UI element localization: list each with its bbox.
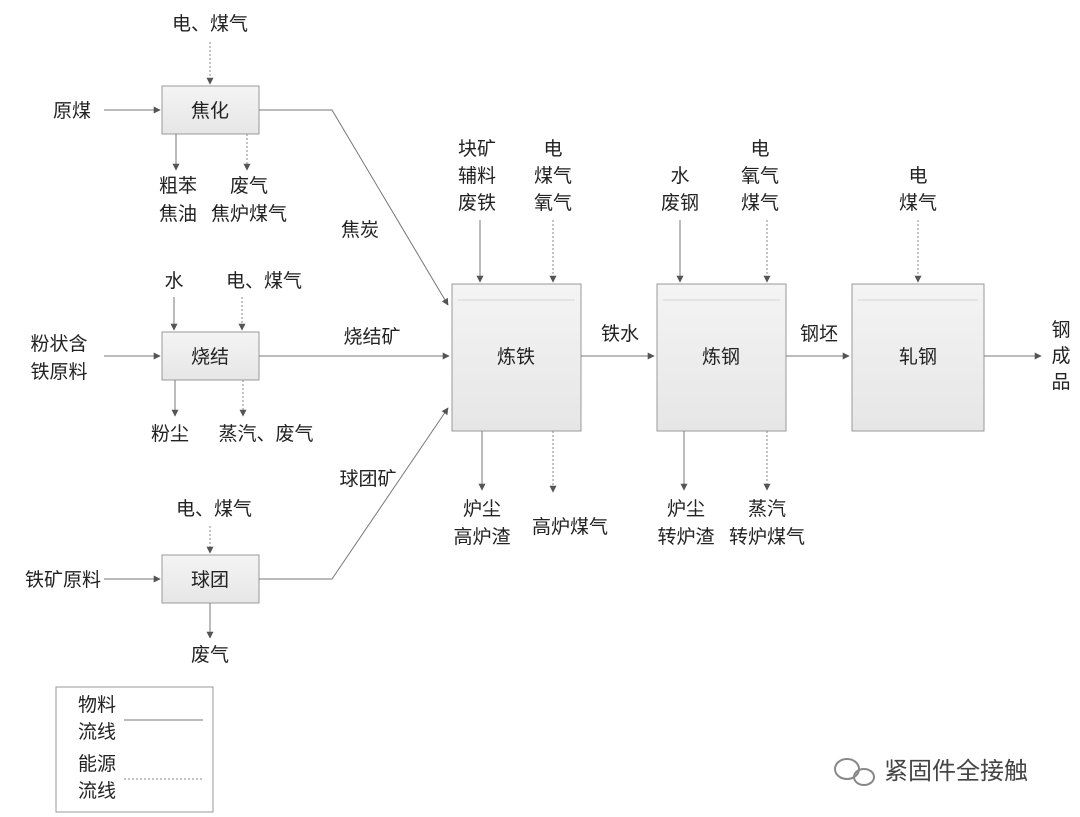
iron-material-line3: 废铁 <box>458 192 496 214</box>
process-steelmaking: 炼钢 <box>656 283 787 432</box>
steel-byproduct1-line2: 转炉渣 <box>657 526 714 548</box>
legend-energy-line2: 流线 <box>78 780 116 802</box>
steel-byproduct1-line1: 炉尘 <box>667 498 705 520</box>
legend-material-line1: 物料 <box>78 694 116 716</box>
process-ironmaking-label: 炼铁 <box>497 346 535 368</box>
coking-energy-label: 电、煤气 <box>172 13 248 35</box>
rolling-energy-line2: 煤气 <box>899 192 937 214</box>
iron-energy-line2: 煤气 <box>534 165 572 187</box>
sinter-water-label: 水 <box>164 270 183 292</box>
sinter-raw-line1: 粉状含 <box>30 333 87 355</box>
steel-byproduct2-line1: 蒸汽 <box>748 498 786 520</box>
process-pelletizing-label: 球团 <box>191 569 229 591</box>
molten-iron-flow-label: 铁水 <box>601 323 639 345</box>
coke-flow-label: 焦炭 <box>341 219 379 241</box>
process-sintering-label: 烧结 <box>191 346 229 368</box>
coking-byproduct2-line1: 废气 <box>230 175 268 197</box>
sinter-energy-label: 电、煤气 <box>226 270 302 292</box>
coking-byproduct1-line1: 粗苯 <box>159 175 197 197</box>
process-rolling: 轧钢 <box>851 283 985 432</box>
process-coking: 焦化 <box>161 85 260 135</box>
billet-flow-label: 钢坯 <box>800 323 838 345</box>
pellet-energy-label: 电、煤气 <box>176 498 252 520</box>
wechat-icon <box>834 758 875 786</box>
final-product-line1: 钢 <box>1051 319 1070 341</box>
iron-material-line2: 辅料 <box>458 165 496 187</box>
sinter-byproduct2-label: 蒸汽、废气 <box>218 423 313 445</box>
coking-raw-label: 原煤 <box>53 100 91 122</box>
legend-material-line2: 流线 <box>78 721 116 743</box>
process-ironmaking: 炼铁 <box>451 283 582 432</box>
sinter-byproduct1-label: 粉尘 <box>151 423 189 445</box>
pellet-byproduct-label: 废气 <box>191 644 229 666</box>
iron-energy-line1: 电 <box>543 138 562 160</box>
rolling-energy-line1: 电 <box>908 165 927 187</box>
process-pelletizing: 球团 <box>161 554 260 604</box>
sinter-raw-line2: 铁原料 <box>30 361 87 383</box>
pellet-raw-label: 铁矿原料 <box>25 569 101 591</box>
coke-flow-arrow <box>259 109 449 306</box>
coking-byproduct1-line2: 焦油 <box>159 203 197 225</box>
process-steelmaking-label: 炼钢 <box>702 346 740 368</box>
steel-energy-line2: 氧气 <box>741 165 779 187</box>
steel-material-line2: 废钢 <box>661 192 699 214</box>
iron-byproduct1-line1: 炉尘 <box>463 498 501 520</box>
final-product-line3: 品 <box>1051 371 1070 393</box>
pellet-ore-flow-label: 球团矿 <box>339 468 396 490</box>
watermark: 紧固件全接触 <box>834 757 1028 786</box>
legend-energy-line1: 能源 <box>78 753 116 775</box>
watermark-text: 紧固件全接触 <box>884 757 1028 785</box>
process-sintering: 烧结 <box>161 331 260 381</box>
steel-material-line1: 水 <box>670 165 689 187</box>
pellet-ore-flow-arrow <box>259 407 449 580</box>
iron-byproduct1-line2: 高炉渣 <box>453 526 510 548</box>
final-product-line2: 成 <box>1051 345 1070 367</box>
iron-byproduct2-label: 高炉煤气 <box>532 516 608 538</box>
sinter-ore-flow-label: 烧结矿 <box>343 326 400 348</box>
iron-energy-line3: 氧气 <box>534 192 572 214</box>
coking-byproduct2-line2: 焦炉煤气 <box>211 203 287 225</box>
iron-material-line1: 块矿 <box>458 138 496 160</box>
steel-energy-line3: 煤气 <box>741 192 779 214</box>
steel-byproduct2-line2: 转炉煤气 <box>729 526 805 548</box>
legend: 物料 流线 能源 流线 <box>55 686 214 813</box>
process-coking-label: 焦化 <box>191 100 229 122</box>
process-rolling-label: 轧钢 <box>899 346 937 368</box>
steel-energy-line1: 电 <box>750 138 769 160</box>
